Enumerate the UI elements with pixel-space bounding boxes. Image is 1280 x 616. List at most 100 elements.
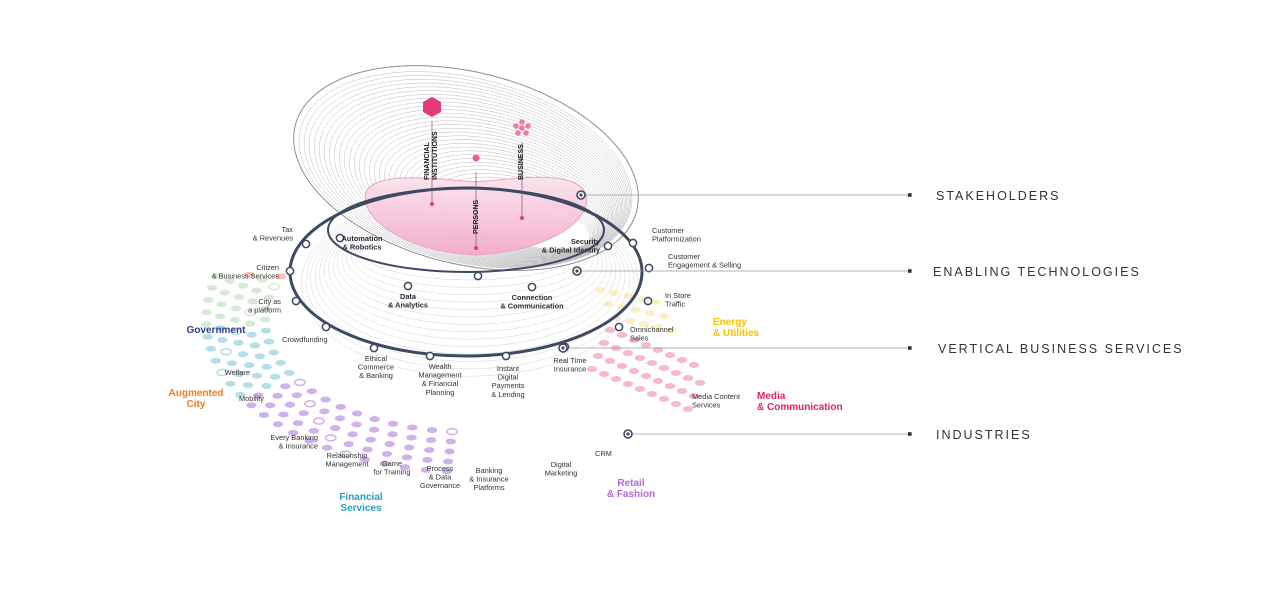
ring-node [614,322,624,332]
industry-dot [237,282,249,289]
industry-dot [260,327,272,334]
industry-dot [404,444,415,451]
industry-dot [381,450,393,457]
ring-node [369,343,379,353]
industry-dot [598,340,610,346]
industry-dot [406,434,417,441]
industry-dot [264,402,276,409]
industry-dot [214,313,226,320]
industry-dot [682,406,694,412]
industry-dot [652,347,664,353]
industry-dot [280,383,291,390]
inner-technologies-ring [327,187,605,273]
industry-dot [270,373,281,380]
ring-node [473,271,483,281]
industry-dot [334,415,346,422]
industry-dot [330,425,341,432]
industry-dot [324,434,337,442]
industry-dot [304,399,316,408]
industry-dot [639,321,649,327]
industry-dot [426,427,438,434]
industry-dot [292,420,304,427]
sub-service-label: Welfare [225,368,250,377]
industry-dot [659,313,669,319]
network-icon [513,119,531,136]
industry-dot [284,401,296,408]
industry-dot [652,378,664,384]
industry-dot [201,309,212,316]
industry-dot [233,371,245,378]
industry-dot [368,426,380,433]
industry-dot [664,383,676,389]
ring-node [403,281,413,291]
industry-dot [670,370,682,376]
industry-dot [424,447,435,453]
industry-dot [288,429,299,436]
industry-dot [258,412,270,418]
industry-dot [609,290,619,296]
legend-anchor-center [561,346,565,350]
sub-service-label: Mobility [239,394,264,403]
industry-dot [276,273,287,280]
industry-dot [206,284,218,291]
stakeholder-pin [520,216,524,220]
dish-line [308,78,630,268]
ring-node [425,351,435,361]
industry-dot [312,417,325,425]
industry-label: Government [187,325,247,336]
industry-dot [339,450,352,458]
industry-dot [261,383,272,389]
industry-dot [634,386,646,392]
industry-dot [694,380,706,386]
industry-dot [253,392,264,399]
industry-dot [362,446,373,453]
industry-dot [284,369,295,376]
ring-node [321,322,331,332]
industry-dot [203,296,214,303]
industry-dot [244,362,255,369]
industry-dot [664,352,676,358]
ring-node [527,282,537,292]
industry-dot [249,342,261,349]
technology-label: Automation& Robotics [341,234,383,252]
industry-dot [604,358,616,364]
industry-dot [242,382,254,389]
industry-dot [625,318,635,324]
industry-dot [586,366,598,372]
industry-label: Energy& Utilities [713,317,760,339]
industry-dot [298,410,309,417]
industry-dot [616,363,628,369]
industry-dot [251,287,262,294]
industry-dot [379,460,390,467]
industry-dot [200,321,212,328]
ring-node [628,238,638,248]
industry-dot [210,357,221,364]
industry-dot [229,317,241,323]
dish-line [318,86,628,267]
industry-dot [205,345,216,352]
industry-dot [387,420,399,427]
ring-node [285,266,295,276]
legend-guides [558,190,912,439]
industry-dot [347,431,358,438]
stakeholder-label: BUSINESS [518,144,525,180]
legend-anchor-center [579,193,583,197]
legend-bullet [908,269,912,273]
industry-dot [244,308,257,317]
industry-dot [244,320,256,327]
industry-dot [401,454,413,461]
dish-line [323,90,626,266]
person-icon [472,154,480,162]
industry-dot [202,333,213,340]
industry-dot [268,349,279,356]
cube-icon [423,97,441,117]
industry-dot [278,411,289,418]
